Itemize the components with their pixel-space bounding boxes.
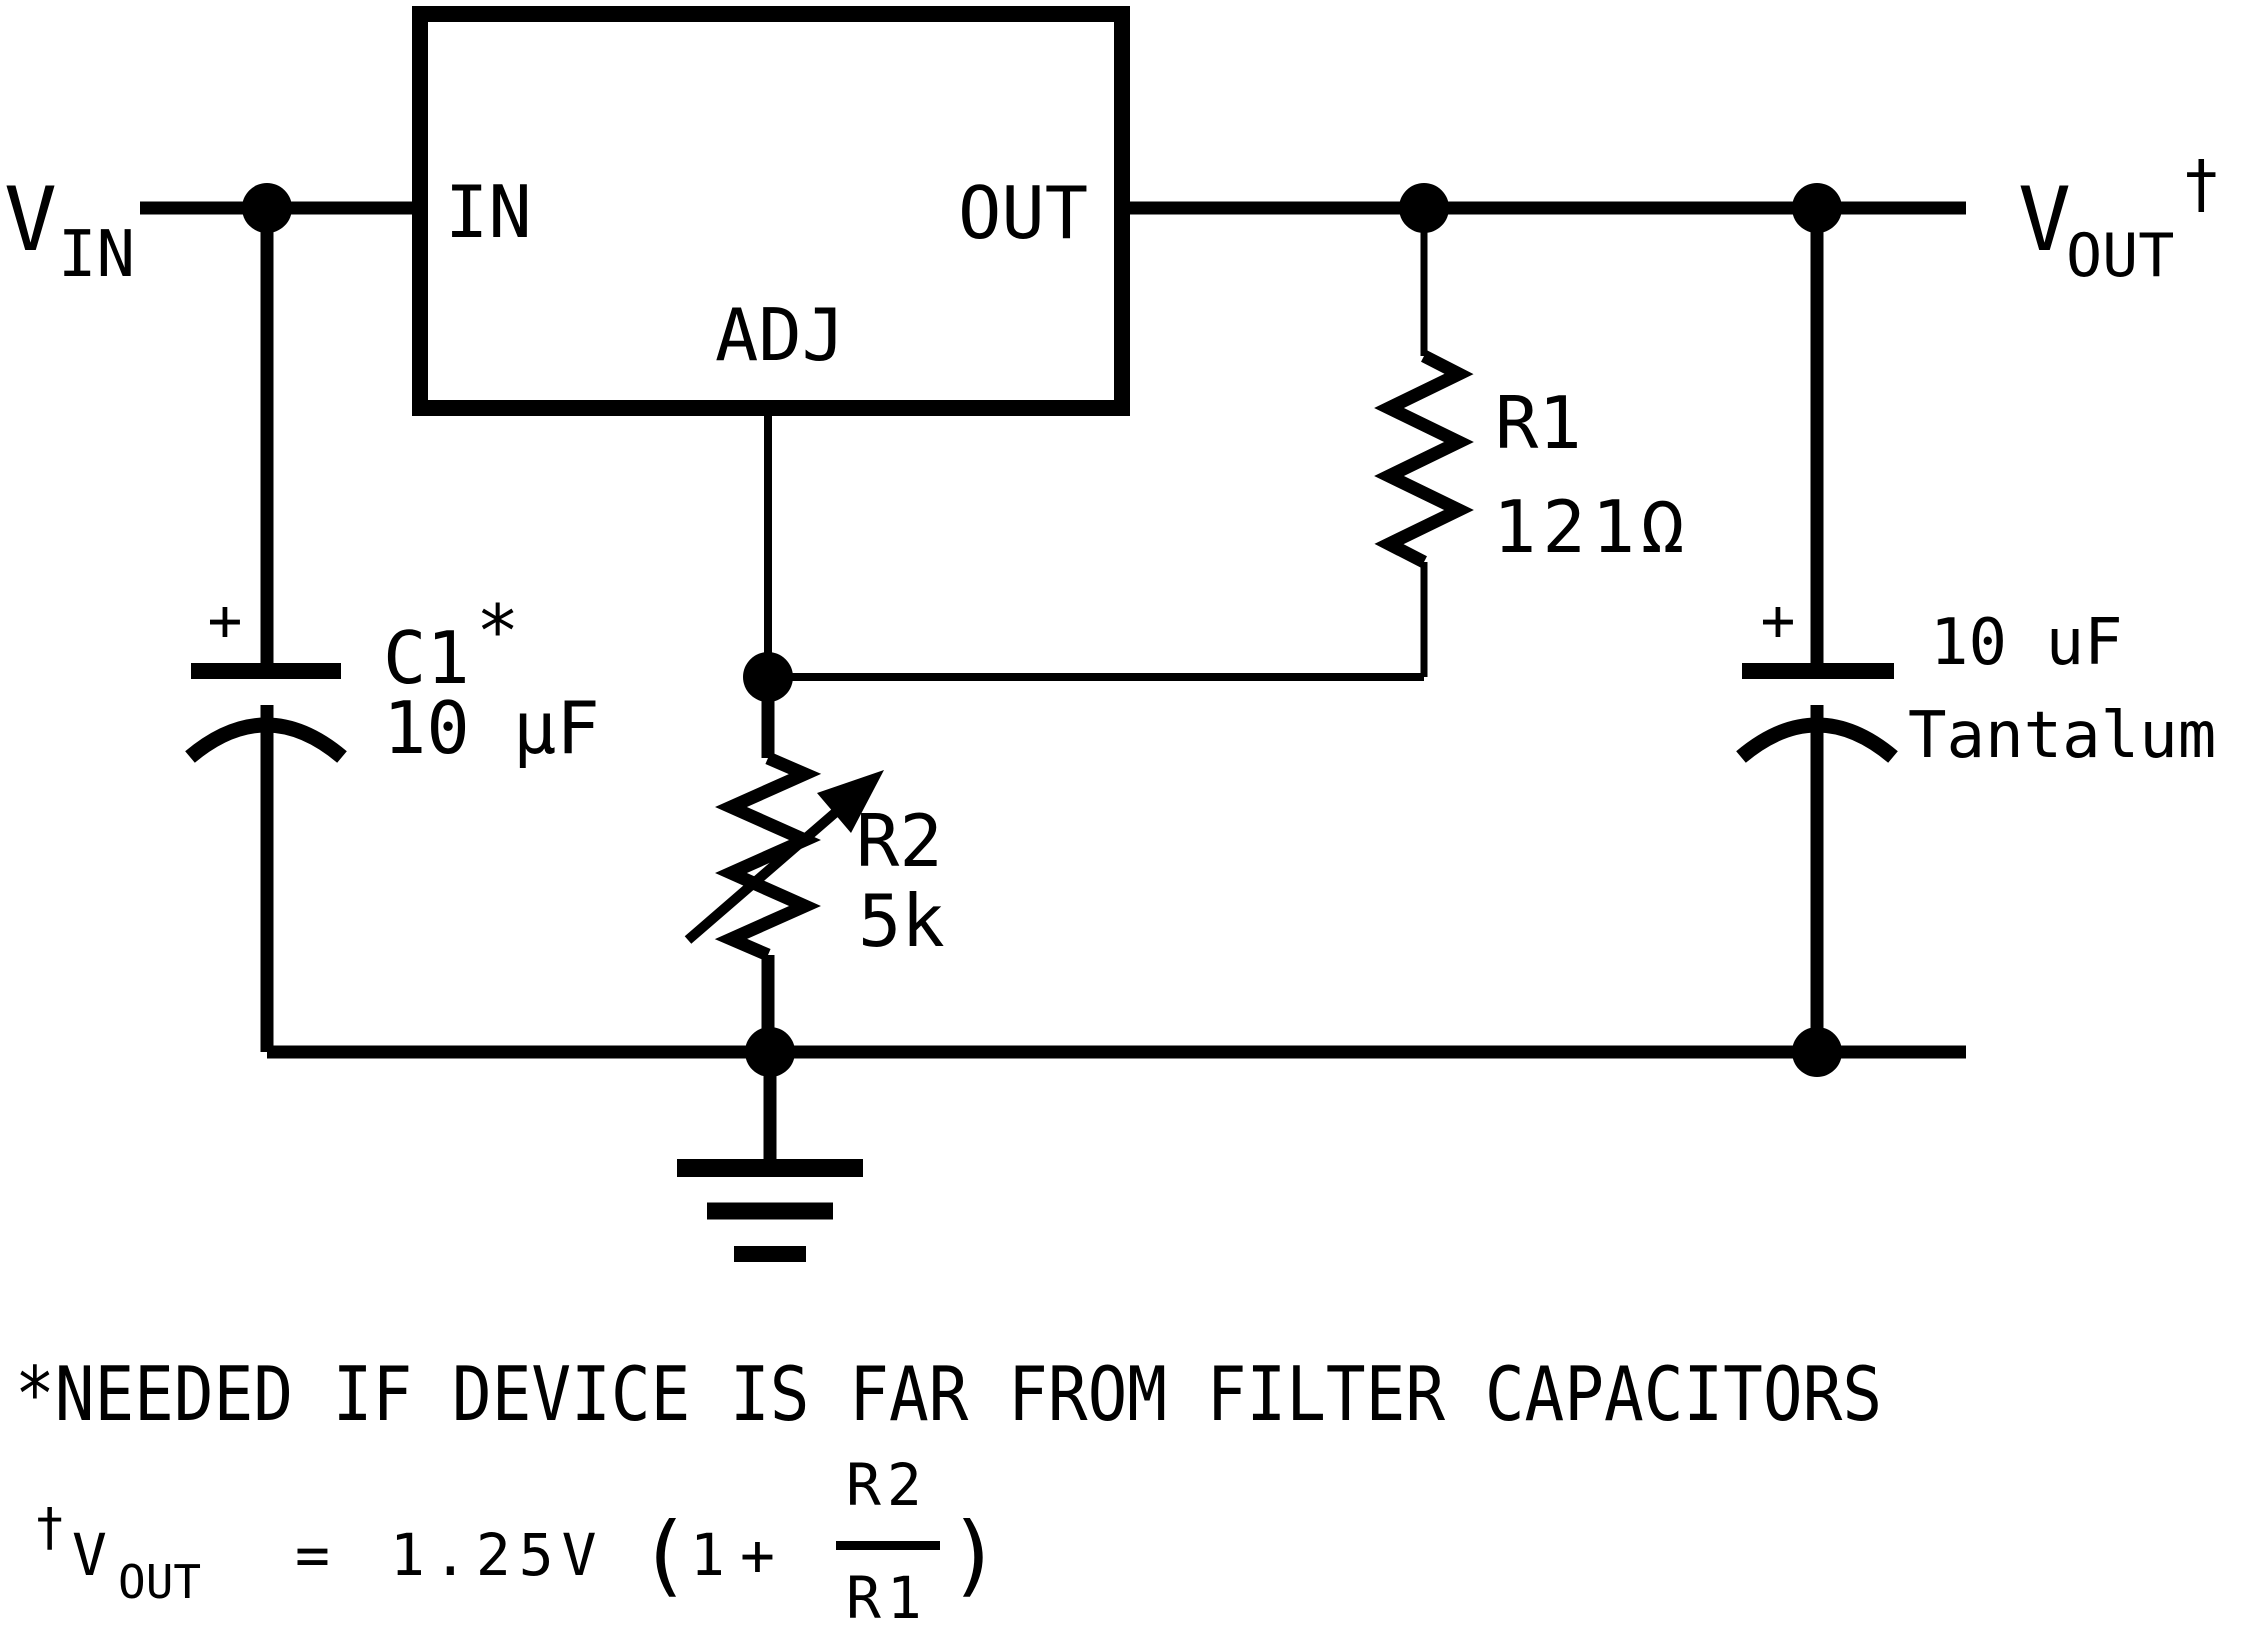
- c1-designator-label: C1: [383, 616, 470, 700]
- formula-equals: =: [295, 1521, 330, 1589]
- resistor-r1: R1 121Ω: [1374, 215, 1690, 677]
- junction-dot: [242, 183, 292, 233]
- output-capacitor: + 10 uF Tantalum: [1736, 215, 2216, 1052]
- c1-asterisk: *: [476, 589, 519, 673]
- filter-capacitor-note: *NEEDED IF DEVICE IS FAR FROM FILTER CAP…: [15, 1350, 1882, 1438]
- regulator-ic-body: [412, 6, 1130, 416]
- cout-polarity-plus: +: [1761, 586, 1796, 654]
- formula-open-paren: (: [638, 1503, 691, 1606]
- regulator-pin-in-label: IN: [445, 170, 532, 254]
- junction-dot: [1399, 183, 1449, 233]
- formula-v-base: V: [72, 1521, 107, 1589]
- potentiometer-r2: R2 5k: [684, 677, 945, 1052]
- vout-base: V: [2018, 168, 2071, 271]
- r1-value-label: 121Ω: [1493, 485, 1690, 569]
- formula-fraction-numerator: R2: [846, 1451, 928, 1519]
- junction-dot: [743, 652, 793, 702]
- cout-material-label: Tantalum: [1908, 699, 2216, 773]
- ground-symbol: [677, 1052, 863, 1262]
- regulator-pin-out-label: OUT: [958, 171, 1088, 255]
- r2-value-label: 5k: [858, 879, 945, 963]
- formula-plus: +: [740, 1521, 775, 1589]
- formula-coefficient: 1.25V: [390, 1521, 605, 1589]
- formula-fraction-bar: [836, 1541, 940, 1550]
- r1-designator-label: R1: [1495, 381, 1582, 465]
- r2-wiper-arrow-shaft: [684, 808, 840, 944]
- formula-one: 1: [690, 1521, 725, 1589]
- vin-base: V: [4, 168, 57, 271]
- formula-close-paren: ): [948, 1503, 1001, 1606]
- junction-dot: [1792, 183, 1842, 233]
- c1-value-label: 10 µF: [383, 686, 600, 770]
- vin-subscript: IN: [58, 218, 135, 292]
- cout-value-label: 10 uF: [1930, 606, 2123, 680]
- input-capacitor-c1: + C1 * 10 µF: [185, 215, 600, 1052]
- formula-v-subscript: OUT: [118, 1555, 201, 1609]
- regulator-pin-adj-label: ADJ: [715, 293, 845, 377]
- junction-dot: [745, 1027, 795, 1077]
- c1-polarity-plus: +: [208, 586, 243, 654]
- formula-dagger: †: [34, 1498, 65, 1558]
- junction-dot: [1792, 1027, 1842, 1077]
- junction-dots: [242, 183, 1842, 1077]
- r2-designator-label: R2: [856, 799, 943, 883]
- vout-label: V OUT †: [2018, 148, 2221, 291]
- adj-net: [764, 416, 1424, 681]
- vout-dagger: †: [2182, 148, 2221, 222]
- r1-zigzag: [1374, 350, 1474, 568]
- formula-fraction-denominator: R1: [846, 1564, 928, 1632]
- r2-wiper-arrow-head: [817, 770, 884, 833]
- vout-formula: † V OUT = 1.25V ( 1 + R2 R1 ): [34, 1451, 1001, 1632]
- vout-subscript: OUT: [2066, 221, 2174, 291]
- regulator-ic: IN OUT ADJ: [412, 6, 1130, 416]
- footnote: *NEEDED IF DEVICE IS FAR FROM FILTER CAP…: [15, 1350, 1882, 1438]
- vin-label: V IN: [4, 168, 135, 292]
- r2-zigzag: [714, 752, 822, 961]
